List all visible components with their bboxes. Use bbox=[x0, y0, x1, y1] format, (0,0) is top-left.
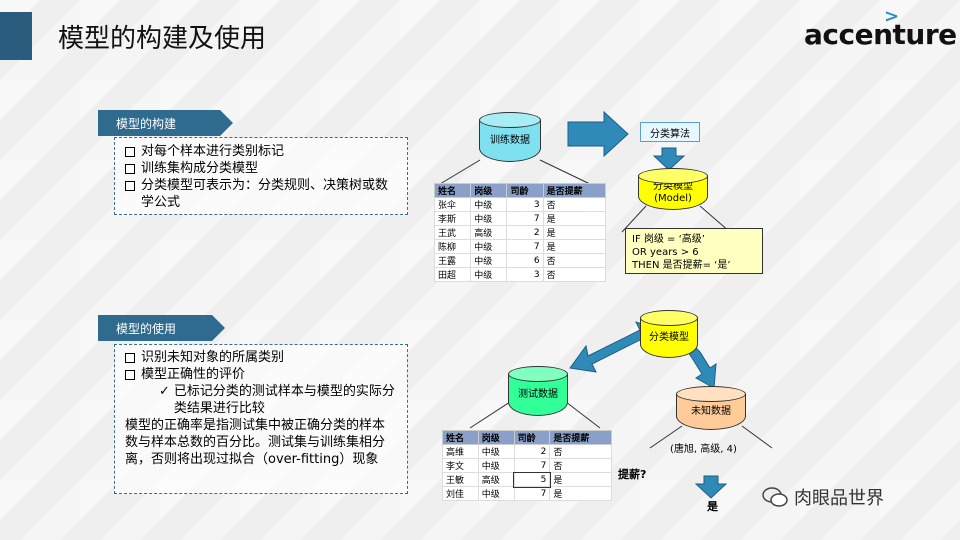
checkbox-bullet-icon bbox=[125, 353, 135, 363]
use-bullet: 模型正确性的评价 bbox=[125, 366, 397, 383]
test-data-label: 测试数据 bbox=[508, 374, 568, 416]
build-bullet: 训练集构成分类模型 bbox=[125, 160, 397, 177]
training-data-cylinder: 训练数据 bbox=[479, 112, 541, 162]
model-en-label: (Model) bbox=[654, 192, 692, 204]
checkbox-bullet-icon bbox=[125, 164, 135, 174]
table-header-row: 姓名岗级司龄是否提薪 bbox=[433, 183, 607, 198]
watermark: 肉眼品世界 bbox=[762, 484, 884, 510]
classification-algorithm-box: 分类算法 bbox=[640, 122, 700, 142]
model-cylinder: 分类模型 (Model) bbox=[638, 168, 708, 210]
use-section-tag: 模型的使用 bbox=[98, 315, 225, 341]
connector-line bbox=[439, 159, 481, 185]
connector-line bbox=[565, 401, 601, 429]
connector-line bbox=[469, 401, 511, 429]
model-label: 分类模型 bbox=[653, 180, 693, 192]
prediction-answer-label: 是 bbox=[707, 500, 718, 513]
use-paragraph: 模型的正确率是指测试集中被正确分类的样本数与样本总数的百分比。测试集与训练集相分… bbox=[125, 418, 386, 467]
model-cylinder-2: 分类模型 bbox=[640, 310, 698, 358]
down-arrow-icon bbox=[694, 475, 728, 499]
classification-rule-box: IF 岗级 = ‘高级’ OR years > 6 THEN 是否提薪= ‘是’ bbox=[625, 228, 763, 274]
checkbox-bullet-icon bbox=[125, 370, 135, 380]
connector-line bbox=[741, 425, 773, 449]
build-bullet: 分类模型可表示为：分类规则、决策树或数学公式 bbox=[125, 177, 397, 211]
test-data-cylinder: 测试数据 bbox=[508, 366, 568, 416]
build-section-box: 对每个样本进行类别标记 训练集构成分类模型 分类模型可表示为：分类规则、决策树或… bbox=[114, 137, 408, 215]
connector-line bbox=[621, 205, 647, 233]
checkmark-icon: ✓ bbox=[159, 384, 170, 399]
slide-title: 模型的构建及使用 bbox=[58, 24, 267, 54]
wechat-icon bbox=[762, 487, 788, 507]
table-header-row: 姓名岗级司龄是否提薪 bbox=[442, 430, 612, 445]
logo-chevron-icon: > bbox=[884, 6, 900, 27]
raise-question-label: 提薪? bbox=[618, 468, 647, 481]
right-arrow-icon bbox=[567, 110, 629, 158]
accenture-logo: accenture bbox=[804, 18, 957, 51]
build-bullet: 对每个样本进行类别标记 bbox=[125, 143, 397, 160]
watermark-text: 肉眼品世界 bbox=[794, 488, 884, 509]
unknown-data-cylinder: 未知数据 bbox=[676, 386, 746, 430]
use-section-box: 识别未知对象的所属类别 模型正确性的评价 ✓已标记分类的测试样本与模型的实际分类… bbox=[114, 344, 408, 494]
checkbox-bullet-icon bbox=[125, 147, 135, 157]
checkbox-bullet-icon bbox=[125, 181, 135, 191]
connector-line bbox=[699, 205, 731, 233]
build-section-tag: 模型的构建 bbox=[98, 110, 233, 136]
use-bullet: 识别未知对象的所属类别 bbox=[125, 349, 397, 366]
unknown-tuple-text: (唐旭, 高级, 4) bbox=[670, 444, 737, 455]
connector-line bbox=[539, 159, 591, 185]
down-arrow-icon bbox=[652, 147, 686, 171]
use-sub-bullet: ✓已标记分类的测试样本与模型的实际分类结果进行比较 bbox=[159, 384, 395, 416]
connector-line bbox=[649, 425, 683, 449]
title-accent-bar bbox=[0, 12, 32, 60]
bidirectional-arrow-icon bbox=[687, 345, 717, 389]
